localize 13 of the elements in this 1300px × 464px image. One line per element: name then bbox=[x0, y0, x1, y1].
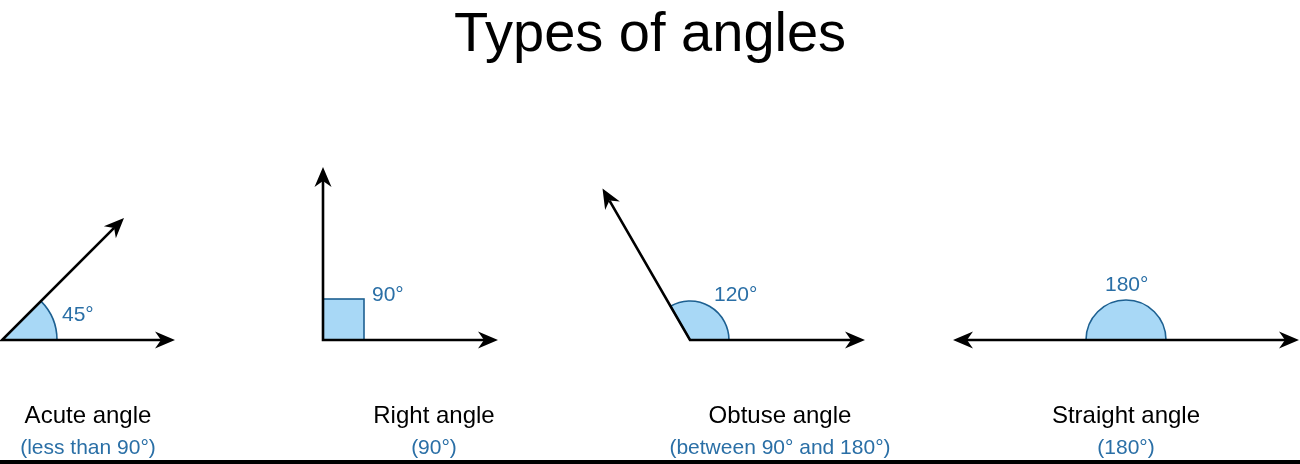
angle-name: Straight angle bbox=[1051, 403, 1201, 427]
diagram-title: Types of angles bbox=[453, 0, 847, 64]
angle-measure: 180° bbox=[1105, 273, 1149, 294]
angle-measure: 120° bbox=[714, 283, 758, 304]
angle-range: (180°) bbox=[1097, 436, 1155, 457]
angle-name: Right angle bbox=[373, 403, 495, 427]
angle-range: (between 90° and 180°) bbox=[669, 436, 891, 457]
angle-range: (90°) bbox=[411, 436, 457, 457]
angle-measure: 45° bbox=[62, 303, 94, 324]
angle-name: Acute angle bbox=[24, 403, 152, 427]
angle-measure: 90° bbox=[372, 283, 404, 304]
angle-name: Obtuse angle bbox=[708, 403, 852, 427]
angle-range: (less than 90°) bbox=[20, 436, 156, 457]
